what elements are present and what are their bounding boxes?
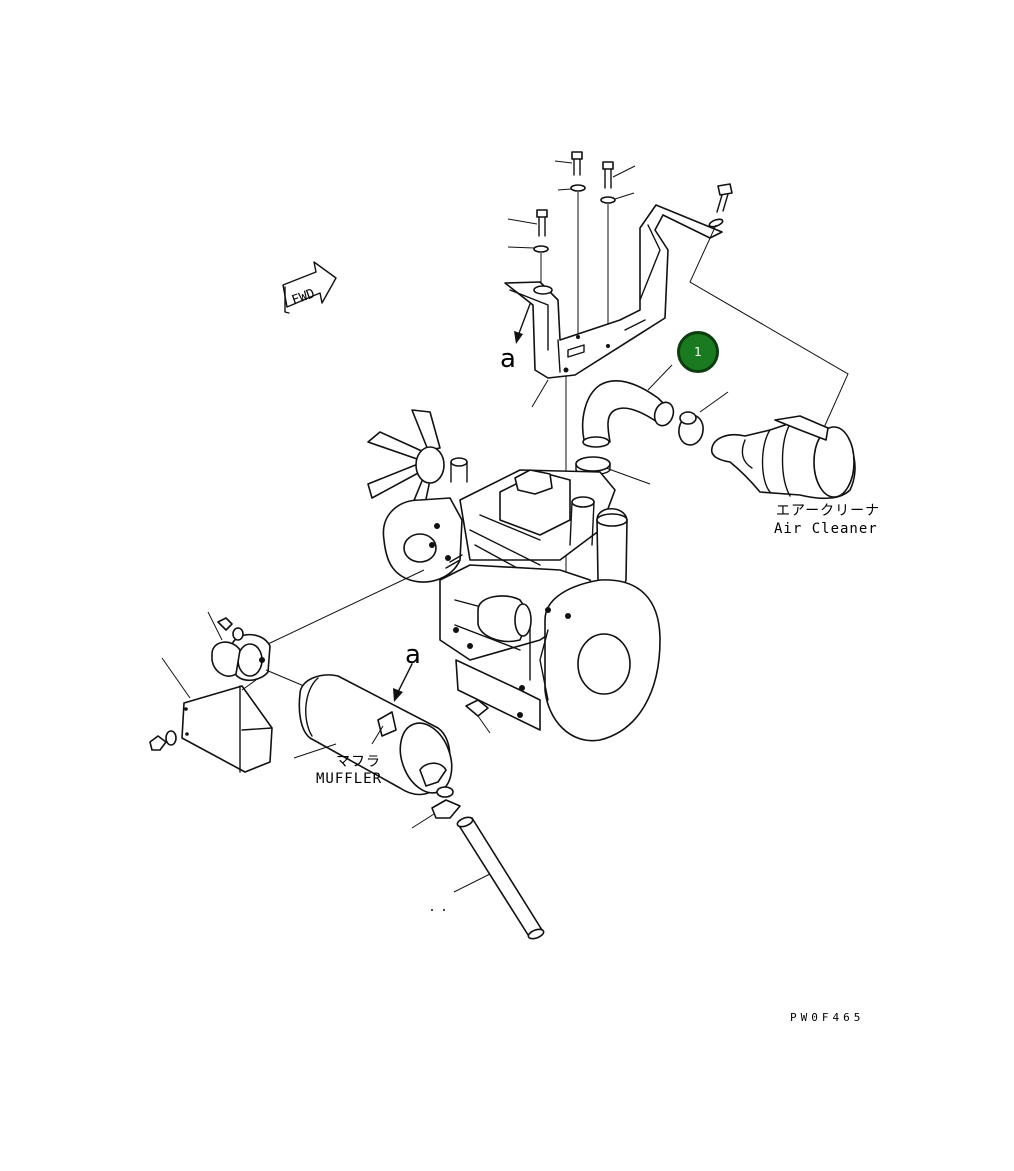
washer-icon xyxy=(557,184,586,192)
fwd-label: FWD xyxy=(290,286,317,308)
drawing-code: PW0F465 xyxy=(790,1011,864,1024)
air-cleaner-en-label: Air Cleaner xyxy=(774,521,878,537)
tail-pipe xyxy=(456,816,545,940)
bolt-icon xyxy=(554,151,583,176)
ref-a-label: a xyxy=(405,640,421,670)
exhaust-clamp-icon xyxy=(431,786,461,819)
nut-icon xyxy=(217,617,244,641)
washer-icon xyxy=(507,245,549,253)
muffler xyxy=(298,674,453,796)
air-cleaner xyxy=(710,415,856,500)
engine-block xyxy=(367,409,661,742)
bolt-icon xyxy=(507,209,548,237)
nut-icon xyxy=(149,730,177,751)
hose-clamp-icon xyxy=(678,411,704,446)
exhaust-flange xyxy=(211,633,271,682)
fwd-arrow-icon: FWD xyxy=(282,261,337,314)
callout-1-button[interactable]: 1 xyxy=(677,331,719,373)
washer-icon xyxy=(600,192,635,204)
mount-bolt-icon xyxy=(465,699,489,717)
washer-icon xyxy=(708,218,724,228)
ref-a-label: a xyxy=(500,344,516,374)
muffler-en-label: MUFFLER xyxy=(316,771,382,787)
air-cleaner-bracket xyxy=(504,204,723,379)
muffler-jp-label: マフラ xyxy=(336,754,381,770)
air-intake-hose xyxy=(581,380,675,448)
heat-shield xyxy=(181,685,273,773)
bolt-icon xyxy=(602,161,636,189)
bolt-icon xyxy=(716,183,733,213)
air-cleaner-jp-label: エアークリーナ xyxy=(776,503,880,519)
